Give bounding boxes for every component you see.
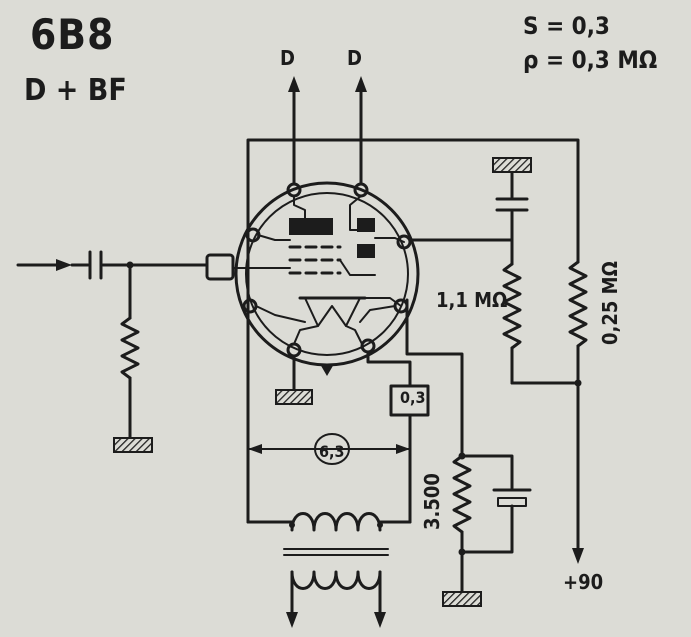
input-circuit bbox=[16, 250, 209, 453]
param-resistance: ρ = 0,3 MΩ bbox=[523, 46, 658, 74]
tube-electrodes bbox=[232, 195, 405, 345]
param-slope: S = 0,3 bbox=[523, 12, 610, 40]
tube-envelope bbox=[205, 181, 420, 376]
tube-type: 6B8 bbox=[30, 10, 115, 59]
label-diode-right: D bbox=[347, 46, 362, 70]
label-supply: +90 bbox=[563, 570, 604, 594]
label-heater-current: 0,3 bbox=[400, 388, 426, 407]
label-heater-voltage: 6,3 bbox=[319, 442, 345, 461]
label-diode-left: D bbox=[280, 46, 295, 70]
label-anode-resistor: 1,1 MΩ bbox=[436, 288, 508, 312]
wiring bbox=[246, 138, 588, 628]
tube-function: D + BF bbox=[24, 73, 127, 108]
label-cathode-resistor: 3.500 bbox=[420, 473, 444, 530]
label-screen-resistor: 0,25 MΩ bbox=[598, 261, 622, 345]
diode-leads bbox=[288, 76, 367, 186]
